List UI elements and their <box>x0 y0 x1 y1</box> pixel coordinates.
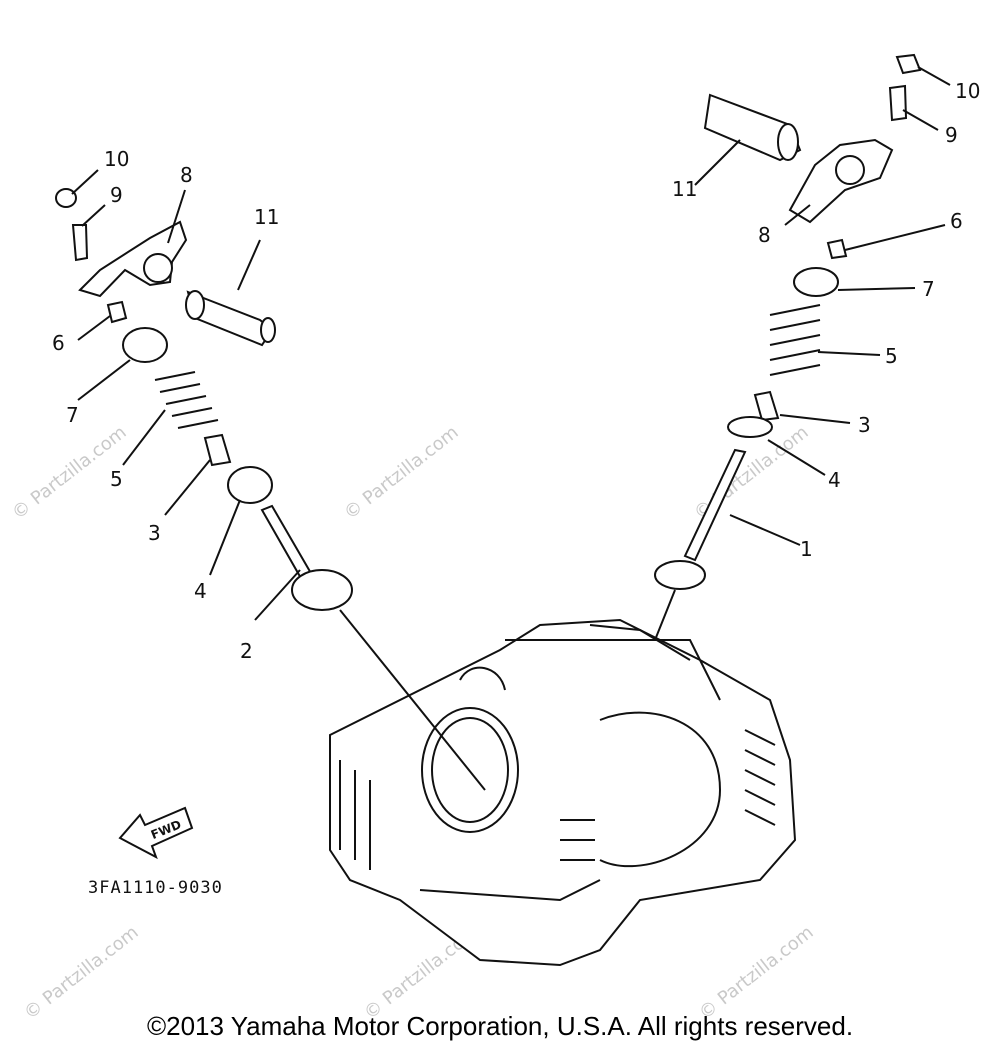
valve-stem-icon <box>260 504 314 582</box>
valve-spring-icon <box>154 371 219 429</box>
nut-icon <box>895 53 922 75</box>
fwd-arrow-icon <box>118 806 194 860</box>
callout-8: 8 <box>758 223 771 247</box>
callout-11: 11 <box>254 205 279 229</box>
spring-retainer-icon <box>793 267 839 297</box>
cotter-icon <box>826 238 848 260</box>
callout-7: 7 <box>922 277 935 301</box>
callouts-left: 10 9 8 11 6 7 5 3 4 2 <box>52 147 279 663</box>
callout-3: 3 <box>148 521 161 545</box>
spring-retainer-icon <box>122 327 168 363</box>
callout-6: 6 <box>950 209 963 233</box>
fwd-arrow: FWD <box>118 806 194 860</box>
nut-icon <box>55 188 77 208</box>
valve-spring-icon <box>769 304 821 376</box>
callout-5: 5 <box>885 344 898 368</box>
callout-5: 5 <box>110 467 123 491</box>
left-valve-assembly <box>55 188 353 611</box>
leader-line <box>339 609 486 791</box>
callout-11: 11 <box>672 177 697 201</box>
callouts-right: 10 9 11 8 6 7 5 3 4 1 <box>672 79 980 561</box>
callout-4: 4 <box>194 579 207 603</box>
callout-1: 1 <box>800 537 813 561</box>
copyright-notice: ©2013 Yamaha Motor Corporation, U.S.A. A… <box>146 1011 854 1041</box>
callout-10: 10 <box>955 79 980 103</box>
callout-9: 9 <box>945 123 958 147</box>
cotter-icon <box>106 300 128 324</box>
callout-2: 2 <box>240 639 253 663</box>
intake-valve-icon <box>654 560 706 590</box>
valve-seal-icon <box>753 390 780 422</box>
callout-leaders <box>71 66 951 621</box>
callout-8: 8 <box>180 163 193 187</box>
rocker-arm-icon <box>78 220 188 298</box>
callout-3: 3 <box>858 413 871 437</box>
callout-10: 10 <box>104 147 129 171</box>
callout-7: 7 <box>66 403 79 427</box>
valve-seal-icon <box>203 433 232 467</box>
adjusting-screw-icon <box>888 84 908 122</box>
spring-seat-icon <box>727 416 773 438</box>
cylinder-head <box>329 618 797 967</box>
callout-4: 4 <box>828 468 841 492</box>
adjusting-screw-icon <box>71 224 89 262</box>
callout-6: 6 <box>52 331 65 355</box>
right-valve-assembly <box>654 53 922 590</box>
diagram-code: 3FA1110-9030 <box>88 878 223 898</box>
watermark: © Partzilla.com <box>695 922 817 1024</box>
valve-stem-icon <box>683 448 747 562</box>
watermark: © Partzilla.com <box>20 922 142 1024</box>
exhaust-valve-icon <box>291 569 353 611</box>
leader-line <box>654 589 676 641</box>
callout-9: 9 <box>110 183 123 207</box>
spring-seat-icon <box>227 466 273 504</box>
watermark: © Partzilla.com <box>340 422 462 524</box>
